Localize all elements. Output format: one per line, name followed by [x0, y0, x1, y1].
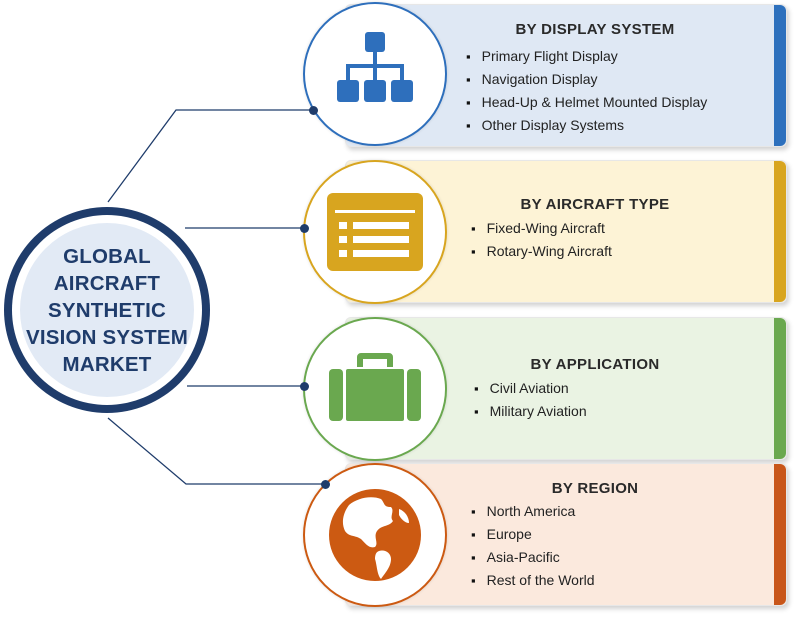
segment-item-list: North America Europe Asia-Pacific Rest o… [471, 500, 595, 592]
list-item: Head-Up & Helmet Mounted Display [466, 91, 708, 114]
segment-title: BY AIRCRAFT TYPE [520, 196, 670, 213]
globe-icon [329, 489, 421, 581]
segment-item-list: Primary Flight Display Navigation Displa… [466, 45, 708, 137]
list-item: Primary Flight Display [466, 45, 707, 68]
market-title: GLOBAL AIRCRAFT SYNTHETIC VISION SYSTEM … [25, 244, 189, 376]
connector-dot-region [321, 480, 330, 489]
connector-dot-aircraft-type [300, 224, 309, 233]
market-hub-circle: GLOBAL AIRCRAFT SYNTHETIC VISION SYSTEM … [4, 207, 210, 413]
connector-dot-display-system [309, 106, 318, 115]
list-item: North America [471, 500, 595, 523]
list-item: Rest of the World [471, 569, 595, 592]
list-item: Civil Aviation [474, 377, 587, 400]
card-accent-stripe [774, 318, 786, 459]
card-accent-stripe [774, 161, 786, 302]
list-item: Fixed-Wing Aircraft [471, 217, 612, 240]
segment-title: BY APPLICATION [530, 356, 660, 373]
list-item: Other Display Systems [466, 114, 707, 137]
list-item: Military Aviation [474, 400, 587, 423]
segment-item-list: Civil Aviation Military Aviation [474, 377, 587, 423]
hierarchy-icon [337, 32, 413, 102]
icon-badge-application [303, 317, 447, 461]
icon-badge-display-system [303, 2, 447, 146]
connector-display-system [107, 109, 313, 203]
briefcase-icon [329, 353, 421, 421]
list-window-icon [327, 193, 423, 271]
segment-title: BY REGION [551, 480, 639, 497]
connector-region [107, 417, 325, 485]
segment-title: BY DISPLAY SYSTEM [515, 21, 675, 38]
connector-dot-application [300, 382, 309, 391]
icon-badge-region [303, 463, 447, 607]
list-item: Europe [471, 523, 595, 546]
card-accent-stripe [774, 464, 786, 605]
list-item: Rotary-Wing Aircraft [471, 240, 612, 263]
card-accent-stripe [774, 5, 786, 146]
segment-item-list: Fixed-Wing Aircraft Rotary-Wing Aircraft [471, 217, 612, 263]
list-item: Navigation Display [466, 68, 707, 91]
icon-badge-aircraft-type [303, 160, 447, 304]
list-item: Asia-Pacific [471, 546, 595, 569]
